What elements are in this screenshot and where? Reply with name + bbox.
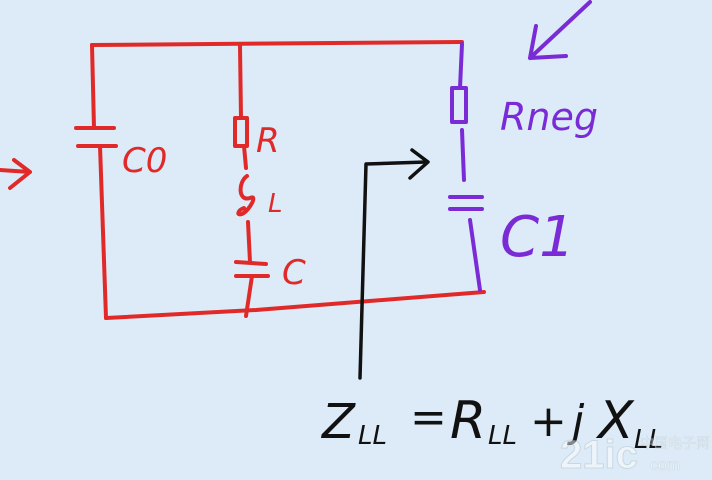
watermark: 21ic 中国电子网 com	[560, 433, 711, 478]
watermark-domain: com	[650, 457, 680, 474]
equation-sub2: LL	[488, 421, 517, 451]
equation-x: X	[595, 391, 635, 451]
red-circuit	[74, 40, 486, 320]
equation-j: j	[567, 396, 585, 447]
r-resistor	[233, 116, 249, 148]
equation-equals: =	[410, 392, 447, 443]
middle-branch-lower-b	[244, 274, 254, 318]
pointer-arrow	[528, 0, 592, 60]
input-arrow-fragment	[0, 158, 32, 190]
middle-branch-mid	[242, 144, 248, 170]
right-branch-upper	[458, 42, 464, 90]
middle-branch-upper	[238, 44, 243, 120]
top-wire	[90, 40, 464, 47]
equation-r: R	[450, 391, 486, 451]
label-r: R	[256, 121, 280, 161]
c-plate-top	[234, 260, 268, 266]
equation-sub1: LL	[358, 421, 387, 451]
impedance-equation: Z LL = R LL + j X LL	[320, 391, 663, 455]
rneg-resistor	[450, 86, 468, 124]
equation-plus: +	[530, 396, 567, 447]
watermark-subtext: 中国电子网	[640, 436, 710, 452]
equation-z: Z	[320, 394, 356, 450]
label-c0: C0	[122, 141, 167, 181]
label-l: L	[268, 189, 283, 219]
purple-circuit	[448, 0, 592, 292]
bottom-wire	[104, 290, 486, 320]
label-c: C	[282, 253, 306, 293]
label-rneg: Rneg	[500, 95, 598, 139]
equation-sub3: LL	[634, 425, 663, 455]
arrow-shaft	[358, 160, 428, 380]
middle-branch-lower-a	[246, 220, 252, 264]
label-c1: C1	[500, 205, 575, 270]
left-branch-upper	[90, 43, 96, 130]
left-branch-lower	[98, 144, 108, 320]
l-inductor	[236, 174, 256, 217]
watermark-logo: 21ic	[560, 433, 638, 477]
right-branch-mid	[460, 128, 466, 182]
right-branch-lower	[468, 218, 482, 292]
arrow-head	[408, 148, 430, 180]
measurement-arrow	[358, 148, 430, 380]
